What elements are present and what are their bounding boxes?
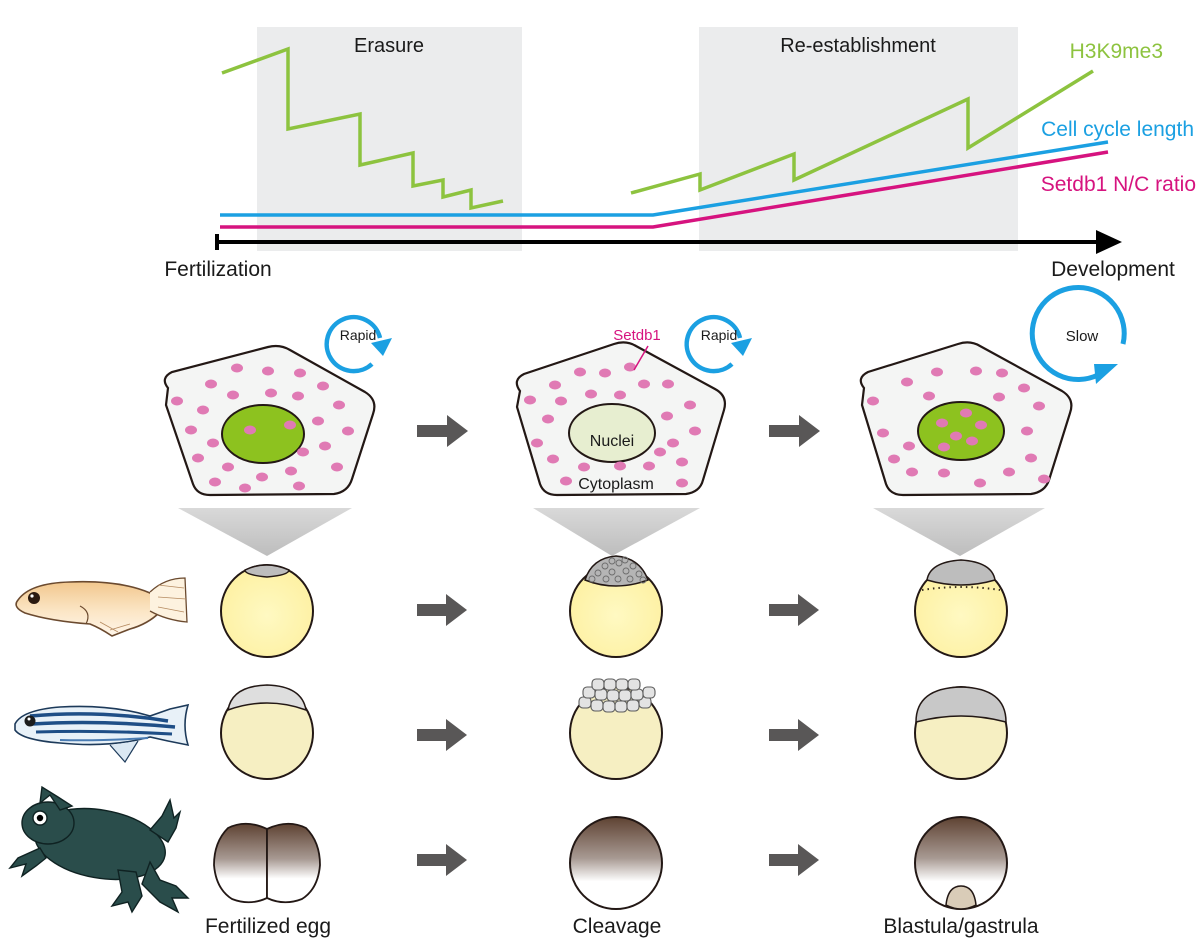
cell-3-setdb1-dots [867,366,1050,488]
zebrafish-embryos [220,678,1008,780]
cytoplasm-label: Cytoplasm [578,476,654,493]
medaka-yolk-nuclei [921,586,1001,591]
frog-icon [8,785,190,914]
cell-cycle-length-line [220,140,1109,217]
frog-blastopore [945,885,977,910]
arrow-cell-1-2 [417,415,468,447]
fertilization-label: Fertilization [164,258,271,281]
cell-1-rapid-label: Rapid [340,327,377,343]
setdb1-pointer [633,345,649,371]
setdb1-label: Setdb1 [613,327,661,344]
zebrafish-icon [14,703,190,764]
cell-3-slow-cycle-icon [1029,284,1127,382]
cell-3-slow-arrowhead [1094,364,1118,384]
timeline-panel: Erasure Re-establishment H3K9me3 Cell cy… [164,27,1196,281]
cell-2-rapid-arrowhead [731,338,752,356]
frog-blastula-egg [914,816,1008,910]
arrow-medaka-2-3 [769,594,819,626]
stage-cleavage-label: Cleavage [573,915,662,938]
cell-3: Slow [859,284,1127,497]
arrow-frog-1-2 [417,844,467,876]
development-label: Development [1051,258,1175,281]
cell-2-setdb1-dots [524,362,701,488]
cell-1-setdb1-dots [171,363,354,493]
frog-cleavage-egg [569,816,663,910]
h3k9me3-legend: H3K9me3 [1070,40,1163,63]
arrow-zebrafish-1-2 [417,719,467,751]
stage-fertilized-egg-label: Fertilized egg [205,915,331,938]
cell-1: Rapid [163,314,392,497]
setdb1-nc-ratio-line [220,150,1109,229]
arrow-medaka-1-2 [417,594,467,626]
spotlight-1 [178,508,352,556]
medaka-embryos [220,555,1008,658]
medaka-fertilized-egg [220,564,314,658]
progression-arrows [417,415,820,876]
medaka-fish-icon [15,577,188,637]
zebrafish-egg-cell [227,684,307,712]
reestablishment-phase-box [699,27,1018,251]
erasure-label: Erasure [354,35,424,57]
spotlight-2 [533,508,700,556]
spotlight-3 [873,508,1045,556]
arrow-frog-2-3 [769,844,819,876]
frog-embryos [213,816,1008,910]
cell-3-slow-label: Slow [1066,328,1099,345]
spotlights [178,508,1045,556]
zebrafish-cleavage-cells [578,678,656,713]
frog-fertilized-egg [213,822,321,904]
reestablishment-label: Re-establishment [780,35,936,57]
axis-arrowhead [1096,230,1122,254]
stage-blastula-label: Blastula/gastrula [883,915,1039,938]
h3k9me3-line-erasure [221,46,504,211]
cell-cycle-legend: Cell cycle length [1041,118,1194,141]
medaka-egg-blastodisc [244,564,290,578]
arrow-zebrafish-2-3 [769,719,819,751]
zebrafish-blastoderm [915,686,1007,723]
nuclei-label: Nuclei [590,433,634,450]
setdb1-legend: Setdb1 N/C ratio [1041,173,1196,196]
h3k9me3-line-reestablishment [630,69,1094,195]
arrow-cell-2-3 [769,415,820,447]
cell-2-rapid-label: Rapid [701,327,738,343]
cell-1-rapid-arrowhead [371,338,392,356]
cell-2-rapid-cycle-icon [684,314,743,374]
cell-2-nucleus [568,403,656,463]
medaka-cleavage-cell-pattern [588,556,647,584]
erasure-phase-box [257,27,522,251]
cell-row: Rapid Setdb1 Nuclei Cytoplasm Ra [163,284,1127,497]
cell-1-nucleus [221,404,305,464]
cell-1-rapid-cycle-icon [324,314,383,374]
medaka-blastoderm [926,559,996,586]
cell-2: Setdb1 Nuclei Cytoplasm Rapid [515,314,752,497]
